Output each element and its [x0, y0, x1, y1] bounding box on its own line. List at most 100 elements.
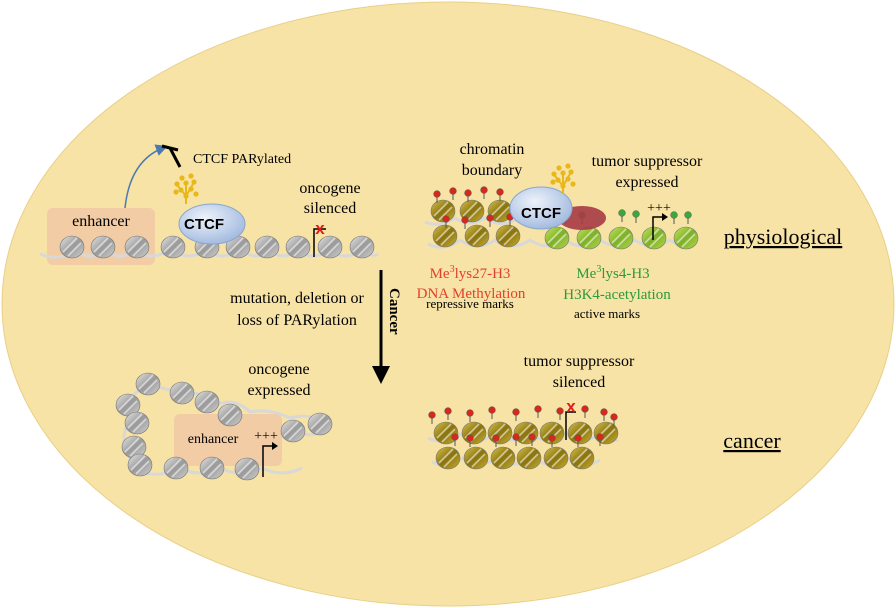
oncogene-silenced-line2: silenced	[304, 200, 356, 217]
active-marks-label: active marks	[574, 306, 640, 321]
nucleosome-gray	[160, 235, 186, 259]
ctcf-protein-right	[509, 186, 573, 230]
ctcf-label-right: CTCF	[521, 205, 561, 222]
repressive-mark	[488, 406, 496, 419]
chromatin-boundary-line1: chromatin	[460, 141, 525, 158]
oncogene-silenced-line1: oncogene	[299, 180, 360, 197]
plus-top-right: +++	[647, 201, 671, 216]
inhibition-bar	[161, 144, 182, 168]
me3-lys27-label: Me3lys27-H3	[430, 264, 511, 282]
nucleosome-gray	[254, 235, 280, 259]
nucleosome-olive	[430, 199, 456, 223]
parylation-tree-right	[550, 163, 576, 194]
parylation-tree-left	[173, 173, 199, 204]
h3k4-acetylation-label: H3K4-acetylation	[563, 287, 671, 303]
nucleosome-gray	[169, 381, 195, 405]
nucleosome-gray	[135, 372, 161, 396]
nucleosome-gray	[90, 235, 116, 259]
repressive-marks-label: repressive marks	[426, 296, 514, 311]
nucleosome-gray	[285, 235, 311, 259]
repressive-mark	[480, 186, 488, 199]
repressive-mark	[610, 413, 618, 426]
nucleosome-gray	[194, 390, 220, 414]
nucleosome-gray	[124, 411, 150, 435]
red-x-top-left: x	[315, 219, 325, 238]
active-mark	[618, 209, 626, 222]
nucleosome-green	[576, 226, 602, 250]
nucleosomes-bottom-right	[428, 405, 619, 470]
oncogene-expressed-line1: oncogene	[248, 361, 309, 378]
repressive-mark	[496, 188, 504, 201]
promoter-arrow-top-left	[313, 228, 326, 257]
repressive-mark	[556, 407, 564, 420]
nucleosome-gray	[115, 393, 141, 417]
repressive-mark	[492, 434, 500, 447]
nucleosome-gray	[280, 419, 306, 443]
promoter-arrowhead-top-right	[662, 213, 668, 221]
cancer-arrow-label: Cancer	[386, 288, 402, 335]
dna-strand-top-right-a	[424, 216, 516, 226]
nucleosome-gray	[59, 235, 85, 259]
nucleosome-gray	[121, 435, 147, 459]
repressive-mark	[596, 433, 604, 446]
nucleosome-olive	[435, 446, 461, 470]
tumor-suppressor-expressed-line1: tumor suppressor	[592, 153, 703, 170]
oncogene-expressed-line2: expressed	[247, 382, 310, 399]
enhancer-label-top: enhancer	[72, 213, 130, 230]
tumor-suppressor-silenced-line1: tumor suppressor	[524, 353, 635, 370]
promoter-arrow-bottom-right	[565, 411, 576, 440]
repressive-mark	[444, 407, 452, 420]
repressive-mark	[461, 216, 469, 229]
nucleosome-olive	[543, 446, 569, 470]
red-x-bottom-right: x	[566, 397, 576, 416]
nucleosome-olive	[567, 421, 593, 445]
nucleosome-gray	[217, 403, 243, 427]
cancer-arrow-head	[372, 366, 390, 384]
promoter-arrowhead-bottom-left	[272, 442, 278, 450]
me3-lys4-label: Me3lys4-H3	[576, 264, 649, 282]
plus-bottom-left: +++	[254, 429, 278, 444]
nucleosome-gray	[317, 235, 343, 259]
repressive-mark	[451, 433, 459, 446]
chromatin-boundary-line2: boundary	[462, 162, 522, 179]
active-mark	[632, 210, 640, 223]
repressive-mark	[512, 408, 520, 421]
active-mark	[684, 211, 692, 224]
nucleosome-gray	[199, 456, 225, 480]
promoter-arrow-bottom-left	[262, 445, 274, 477]
nucleosome-olive	[569, 446, 595, 470]
nucleosome-gray	[234, 457, 260, 481]
repressive-mark	[433, 190, 441, 203]
repressive-mark	[486, 214, 494, 227]
mutation-line1: mutation, deletion or	[230, 290, 364, 307]
nucleosome-green	[608, 226, 634, 250]
dna-methylation-label: DNA Methylation	[417, 286, 526, 302]
ctcf-protein-left	[178, 203, 246, 245]
nucleosome-olive	[461, 421, 487, 445]
nucleosome-green	[641, 226, 667, 250]
nucleosome-olive	[433, 421, 459, 445]
mutation-line2: loss of PARylation	[237, 312, 357, 329]
repressive-mark	[512, 433, 520, 446]
enhancer-label-bottom: enhancer	[188, 432, 239, 447]
nucleosome-gray	[127, 453, 153, 477]
nucleosome-olive	[432, 224, 458, 248]
nucleosome-gray	[307, 412, 333, 436]
repressive-mark	[428, 411, 436, 424]
repressive-mark	[464, 189, 472, 202]
nucleosome-olive	[464, 224, 490, 248]
repressive-mark	[466, 434, 474, 447]
repressive-mark	[466, 409, 474, 422]
enhancer-box-bottom	[174, 414, 282, 466]
nucleosome-olive	[490, 446, 516, 470]
nucleosome-green	[673, 226, 699, 250]
nucleosome-gray	[124, 235, 150, 259]
ctcf-parylated-label: CTCF PARylated	[193, 152, 291, 167]
nucleosome-olive	[495, 224, 521, 248]
inhibition-curve	[124, 144, 168, 209]
repressive-mark	[548, 434, 556, 447]
promoter-arrow-top-right	[652, 216, 664, 240]
nucleosome-gray	[163, 456, 189, 480]
